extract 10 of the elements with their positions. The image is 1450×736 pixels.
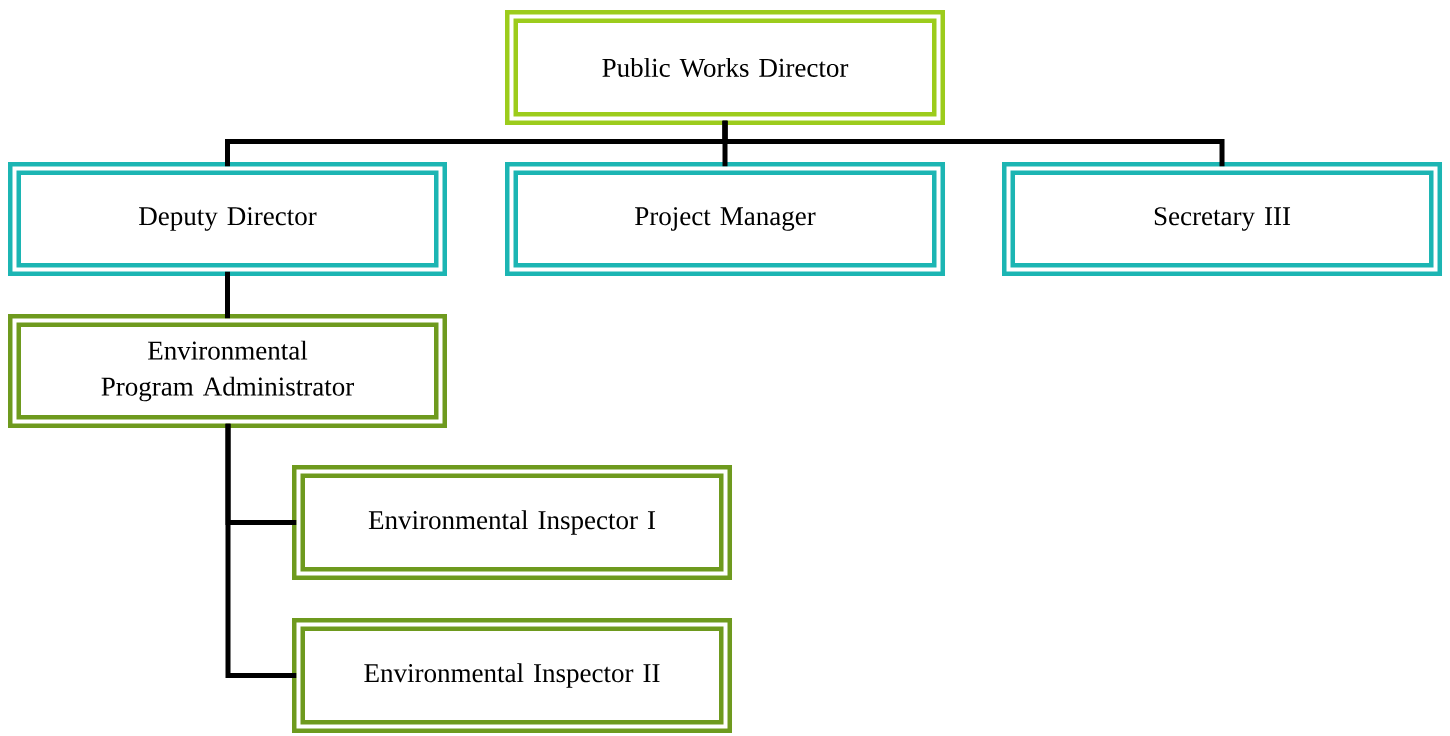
connector-line — [722, 120, 1225, 167]
position-box: Project Manager — [505, 162, 945, 276]
position-box: Environmental Inspector II — [292, 618, 732, 733]
connector-line — [225, 271, 230, 319]
connector-line — [225, 423, 297, 678]
position-box: Public Works Director — [505, 10, 945, 125]
position-box: Secretary III — [1002, 162, 1442, 276]
position-box: Environmental Inspector I — [292, 465, 732, 580]
position-box: Environmental Program Administrator — [8, 314, 447, 428]
position-box: Deputy Director — [8, 162, 447, 276]
